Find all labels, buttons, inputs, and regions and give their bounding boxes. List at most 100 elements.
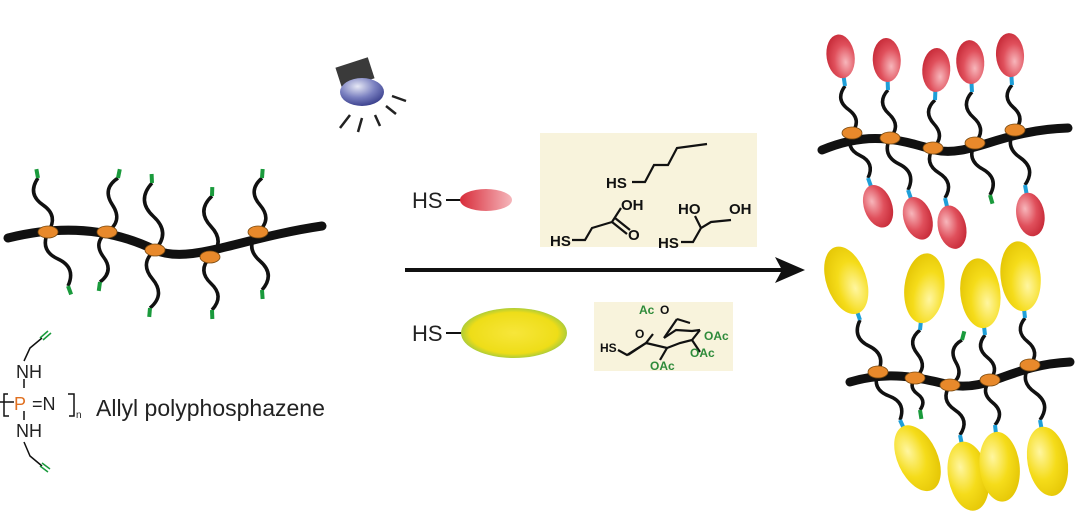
side-chain [202,194,220,259]
chem-text: HS [600,341,617,355]
reaction-arrow [405,257,805,283]
red-group [826,34,855,79]
phosphorus-anchor [37,225,59,239]
side-chain [105,176,120,234]
n-label: =N [32,394,56,414]
allyl-end [960,330,967,341]
polymer-name: Allyl polyphosphazene [96,395,325,421]
red-group-icon [460,189,512,211]
yellow-sugar-group [1000,241,1041,312]
red-group [995,33,1025,78]
red-group [1016,192,1045,237]
side-chain [142,181,165,252]
side-chain [252,176,268,234]
side-chain [839,84,858,135]
yellow-sugar-group [979,431,1020,502]
phosphorus-anchor [247,225,269,239]
yellow-sugar-group [824,246,869,315]
yellow-sugar-group [1026,426,1069,496]
allyl-end [96,281,102,292]
chem-text: O [660,303,669,317]
p-label: P [14,394,26,414]
thioether-link [1009,75,1014,86]
side-chain [911,328,924,380]
chem-text: HS [658,235,679,252]
phosphorus-anchor [867,365,889,379]
chem-text: O [635,327,644,341]
thioether-link [943,197,950,208]
red-thiol-reagent: HS [412,188,512,213]
phosphorus-anchor [904,371,926,385]
thioether-link [1023,184,1029,195]
glyco-functionalized-polymer [824,241,1075,511]
phosphorus-anchor [96,225,118,239]
side-chain [250,230,270,292]
phosphorus-anchor [1004,123,1026,137]
allyl-end [260,289,265,300]
side-chain [1018,316,1037,367]
side-chain [944,384,966,436]
phosphorus-anchor [199,250,221,264]
side-chain [983,378,1002,427]
repeat-n: n [76,410,82,421]
side-chain [202,255,220,312]
small-thiols-box: HS HS OH O HS HO OH [540,133,757,252]
allyl-end [988,194,995,205]
red-group [902,197,933,240]
hs-label: HS [412,188,443,213]
phosphorus-anchor [841,126,863,140]
chem-text: O [628,227,640,244]
red-group [937,205,967,249]
chem-text: OAc [704,329,729,343]
side-chain [978,333,997,382]
red-group [922,48,951,93]
allyl-end [116,168,122,179]
phosphorus-anchor [144,243,166,257]
side-chain [1008,129,1032,186]
side-chain [949,338,963,387]
thioether-link [841,76,847,87]
allyl-end [34,168,40,179]
phosphorus-anchor [922,141,944,155]
svg-text:OAc: OAc [650,359,675,373]
side-chain [874,371,904,421]
chem-text: OAc [690,346,715,360]
red-group [862,185,894,228]
red-functionalized-polymer [817,33,1073,249]
chem-text: Ac [639,303,655,317]
chem-text: HO [678,201,701,218]
thioether-link [866,177,873,188]
svg-text:OAc: OAc [690,346,715,360]
nh-label: NH [16,362,42,382]
thioether-link [906,189,913,200]
side-chain [1023,364,1047,421]
chem-text: HS [606,175,627,192]
phosphorus-anchor [1019,358,1041,372]
side-chain [43,231,73,287]
monomer-structure: NH P =N n NH Allyl polyphosphazene [0,330,325,473]
red-group [872,38,901,83]
svg-text:OAc: OAc [704,329,729,343]
chem-text: OH [729,201,752,218]
phosphorus-anchor [964,136,986,150]
allyl-end [918,409,924,420]
side-chain [31,177,55,233]
thioether-link [969,82,974,93]
thioglucose-box: HS O Ac O OAc OAc OAc [594,302,733,373]
chem-text: OH [621,197,644,214]
allyl-end [147,307,152,318]
side-chain [97,230,110,284]
allyl-end [66,285,74,296]
uv-lamp-icon [335,57,407,133]
side-chain [926,98,942,150]
yellow-group-icon [461,308,567,358]
side-chain [1005,83,1022,132]
side-chain [847,132,873,179]
phosphorus-anchor [979,373,1001,387]
side-chain [964,90,983,145]
phosphorus-anchor [879,131,901,145]
chem-text: OAc [650,359,675,373]
hs-label: HS [412,321,443,346]
